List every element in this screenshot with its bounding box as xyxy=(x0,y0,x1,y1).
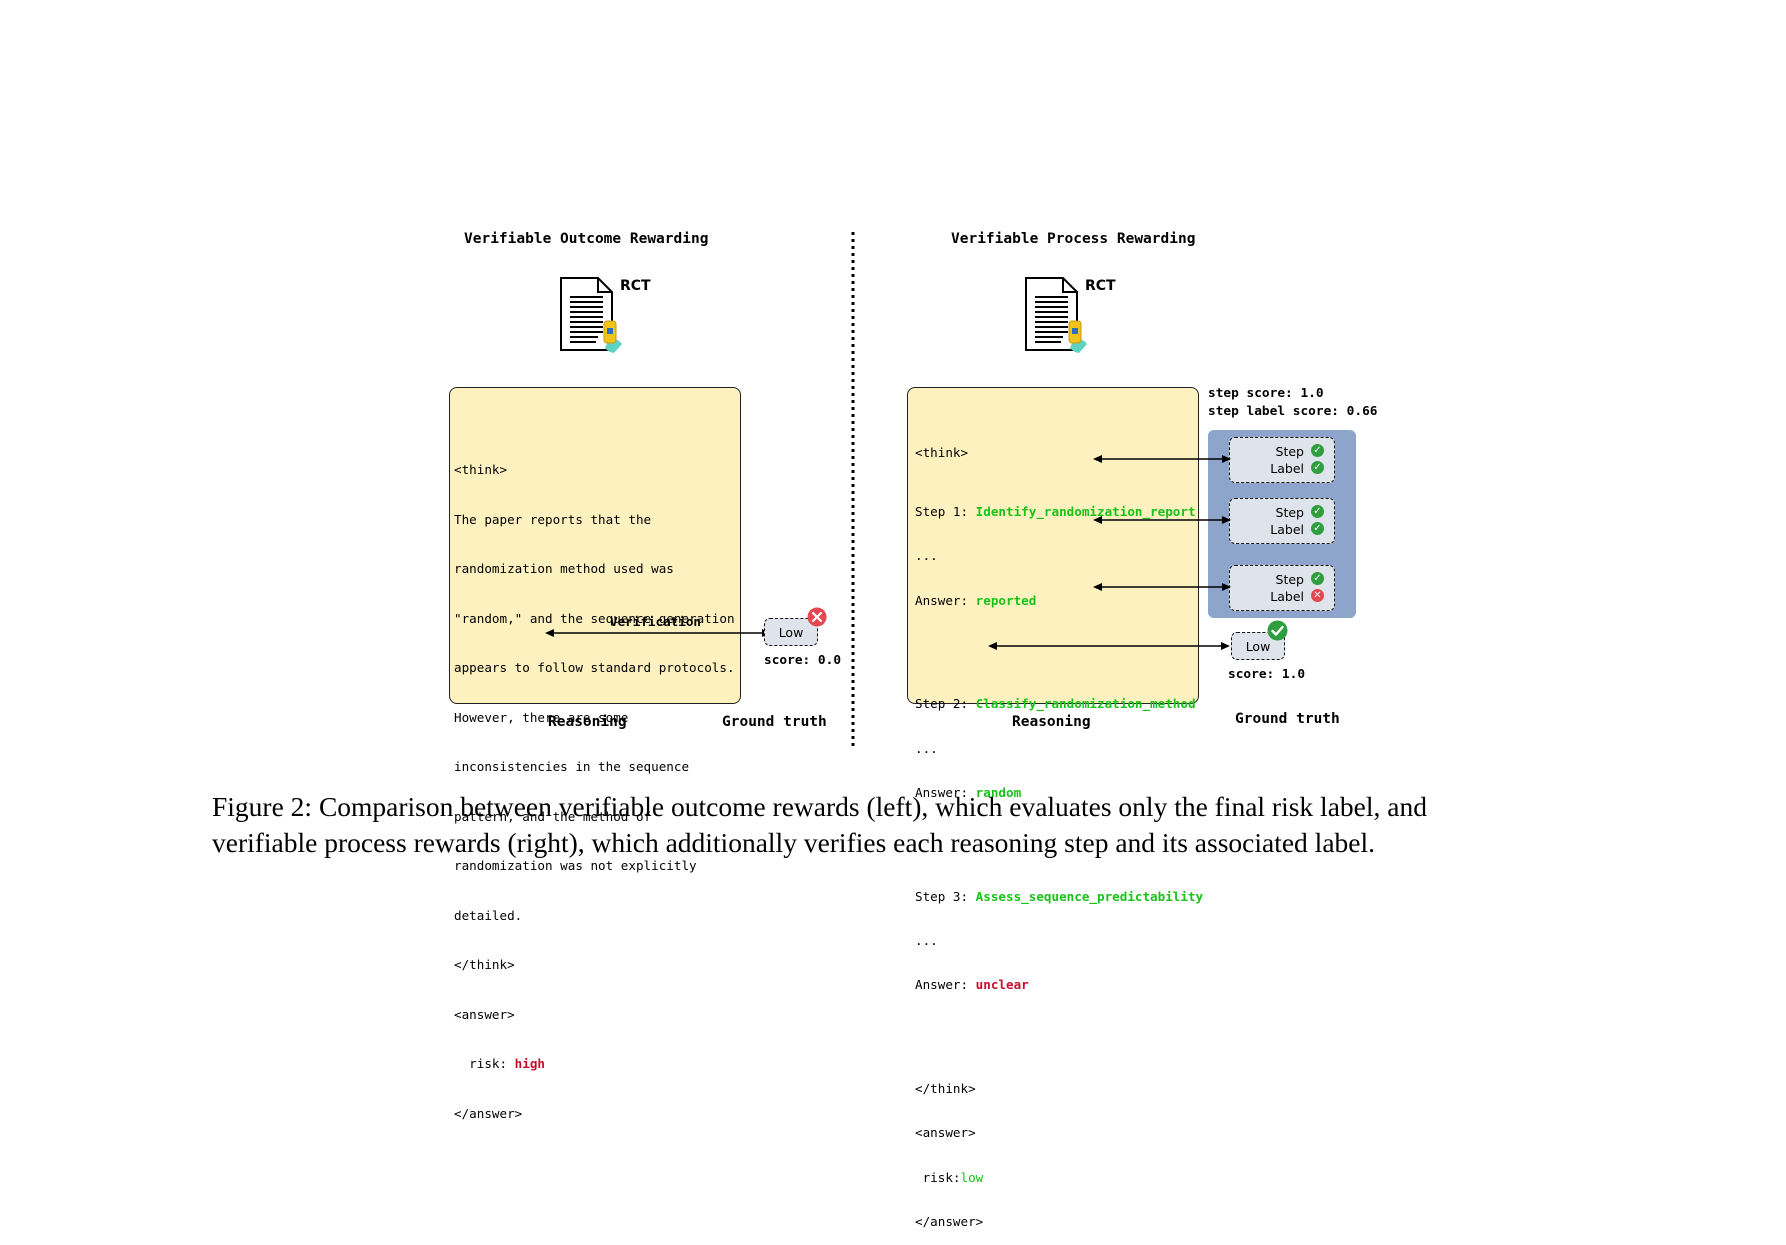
left-reasoning-line: pattern, and the method of xyxy=(454,808,652,824)
divider xyxy=(851,232,855,750)
step-1-prefix: Step 1: xyxy=(915,503,976,519)
left-ground-truth-label: Ground truth xyxy=(722,714,827,730)
step-3-dots: ... xyxy=(915,932,938,948)
step-3-answer: Answer: unclear xyxy=(915,977,1203,993)
step-box-2-step-label: Step xyxy=(1275,505,1304,520)
right-title: Verifiable Process Rewarding xyxy=(951,231,1196,247)
right-document-icon xyxy=(1023,276,1103,356)
right-reasoning-panel xyxy=(907,387,1199,704)
left-document-icon xyxy=(558,276,638,356)
left-risk-value: high xyxy=(514,1056,546,1071)
check-icon: ✓ xyxy=(1311,505,1324,518)
step-2-answer-prefix: Answer: xyxy=(915,784,976,800)
figure-caption-line-1: Figure 2: Comparison between verifiable … xyxy=(212,791,1427,822)
right-risk-prefix: risk: xyxy=(915,1169,961,1185)
step-3-answer-prefix: Answer: xyxy=(915,977,976,993)
step-1-answer-value: reported xyxy=(975,592,1037,608)
step-box-2-label-label: Label xyxy=(1270,522,1304,537)
answer-close: </answer> xyxy=(915,1214,984,1230)
left-ground-truth-box: Low xyxy=(764,618,818,646)
check-icon: ✓ xyxy=(1311,461,1324,474)
check-icon: ✓ xyxy=(1311,572,1324,585)
step-box-3: Step ✓ Label ✕ xyxy=(1229,565,1335,611)
left-reasoning-line: inconsistencies in the sequence xyxy=(454,759,690,774)
step-box-2: Step ✓ Label ✓ xyxy=(1229,498,1335,544)
step-2-answer-value: random xyxy=(975,784,1022,800)
left-reasoning-line: detailed. xyxy=(454,907,523,923)
step-1-name: Identify_randomization_report xyxy=(975,503,1196,519)
step-3-line: Step 3: Assess_sequence_predictability xyxy=(915,888,1204,905)
left-reasoning-line: The paper reports that the xyxy=(454,511,652,527)
step-arrows xyxy=(1093,450,1231,660)
step-2-answer: Answer: random xyxy=(915,784,1203,801)
left-title: Verifiable Outcome Rewarding xyxy=(464,231,709,247)
step-3-name: Assess_sequence_predictability xyxy=(975,888,1204,904)
step-1-answer: Answer: reported xyxy=(915,592,1203,609)
cross-icon: ✕ xyxy=(1311,589,1324,602)
right-ground-truth-box: Low xyxy=(1231,632,1285,660)
step-1-line: Step 1: Identify_randomization_report xyxy=(915,503,1203,520)
right-doc-label: RCT xyxy=(1085,278,1116,294)
left-reasoning-line: </answer> xyxy=(454,1105,523,1121)
right-check-icon xyxy=(1267,620,1288,641)
left-reasoning-line: randomization method used was xyxy=(454,561,674,576)
check-icon: ✓ xyxy=(1311,444,1324,457)
right-reasoning-label: Reasoning xyxy=(1012,714,1091,730)
step-3-prefix: Step 3: xyxy=(915,888,976,904)
think-open: <think> xyxy=(915,444,969,460)
left-reasoning-line: </think> xyxy=(454,957,515,972)
think-close: </think> xyxy=(915,1080,976,1096)
right-verification-arrow xyxy=(988,637,1230,657)
left-doc-label: RCT xyxy=(620,278,651,294)
left-reasoning-text: <think> The paper reports that the rando… xyxy=(454,429,735,1139)
left-reasoning-line: However, there are some xyxy=(454,709,629,725)
left-reasoning-line: <think> xyxy=(454,462,508,477)
step-1-answer-prefix: Answer: xyxy=(915,592,976,608)
left-verification-label: Verification xyxy=(610,614,701,629)
left-reasoning-line: "random," and the sequence generation xyxy=(454,610,735,626)
step-label-score: step label score: 0.66 xyxy=(1208,404,1378,419)
check-icon: ✓ xyxy=(1311,522,1324,535)
step-box-1: Step ✓ Label ✓ xyxy=(1229,437,1335,483)
step-3-answer-value: unclear xyxy=(975,977,1029,993)
left-reasoning-line: <answer> xyxy=(454,1006,515,1022)
right-ground-truth-label: Ground truth xyxy=(1235,711,1340,727)
left-reasoning-panel xyxy=(449,387,741,704)
left-risk-line: risk: high xyxy=(454,1056,735,1073)
step-2-dots: ... xyxy=(915,740,938,756)
left-cross-icon xyxy=(807,607,827,627)
left-score: score: 0.0 xyxy=(764,653,842,668)
figure-caption-line-2: verifiable process rewards (right), whic… xyxy=(212,827,1375,858)
right-ground-truth-value: Low xyxy=(1245,638,1271,654)
step-2-line: Step 2: Classify_randomization_method xyxy=(915,696,1203,712)
step-box-1-label-label: Label xyxy=(1270,461,1304,476)
step-1-dots: ... xyxy=(915,548,938,564)
step-2-name: Classify_randomization_method xyxy=(975,696,1196,712)
step-2-prefix: Step 2: xyxy=(915,696,976,712)
step-score: step score: 1.0 xyxy=(1208,386,1324,401)
left-risk-prefix: risk: xyxy=(454,1056,515,1071)
left-ground-truth-value: Low xyxy=(778,624,804,640)
left-reasoning-line: randomization was not explicitly xyxy=(454,858,697,873)
right-score: score: 1.0 xyxy=(1228,667,1306,682)
step-box-3-label-label: Label xyxy=(1270,589,1304,604)
right-risk-value: low xyxy=(960,1169,984,1185)
answer-open: <answer> xyxy=(915,1125,976,1141)
right-risk-line: risk:low xyxy=(915,1169,1203,1186)
left-reasoning-line: appears to follow standard protocols. xyxy=(454,660,735,675)
left-reasoning-label: Reasoning xyxy=(548,714,627,730)
step-box-3-step-label: Step xyxy=(1275,572,1304,587)
step-box-1-step-label: Step xyxy=(1275,444,1304,459)
